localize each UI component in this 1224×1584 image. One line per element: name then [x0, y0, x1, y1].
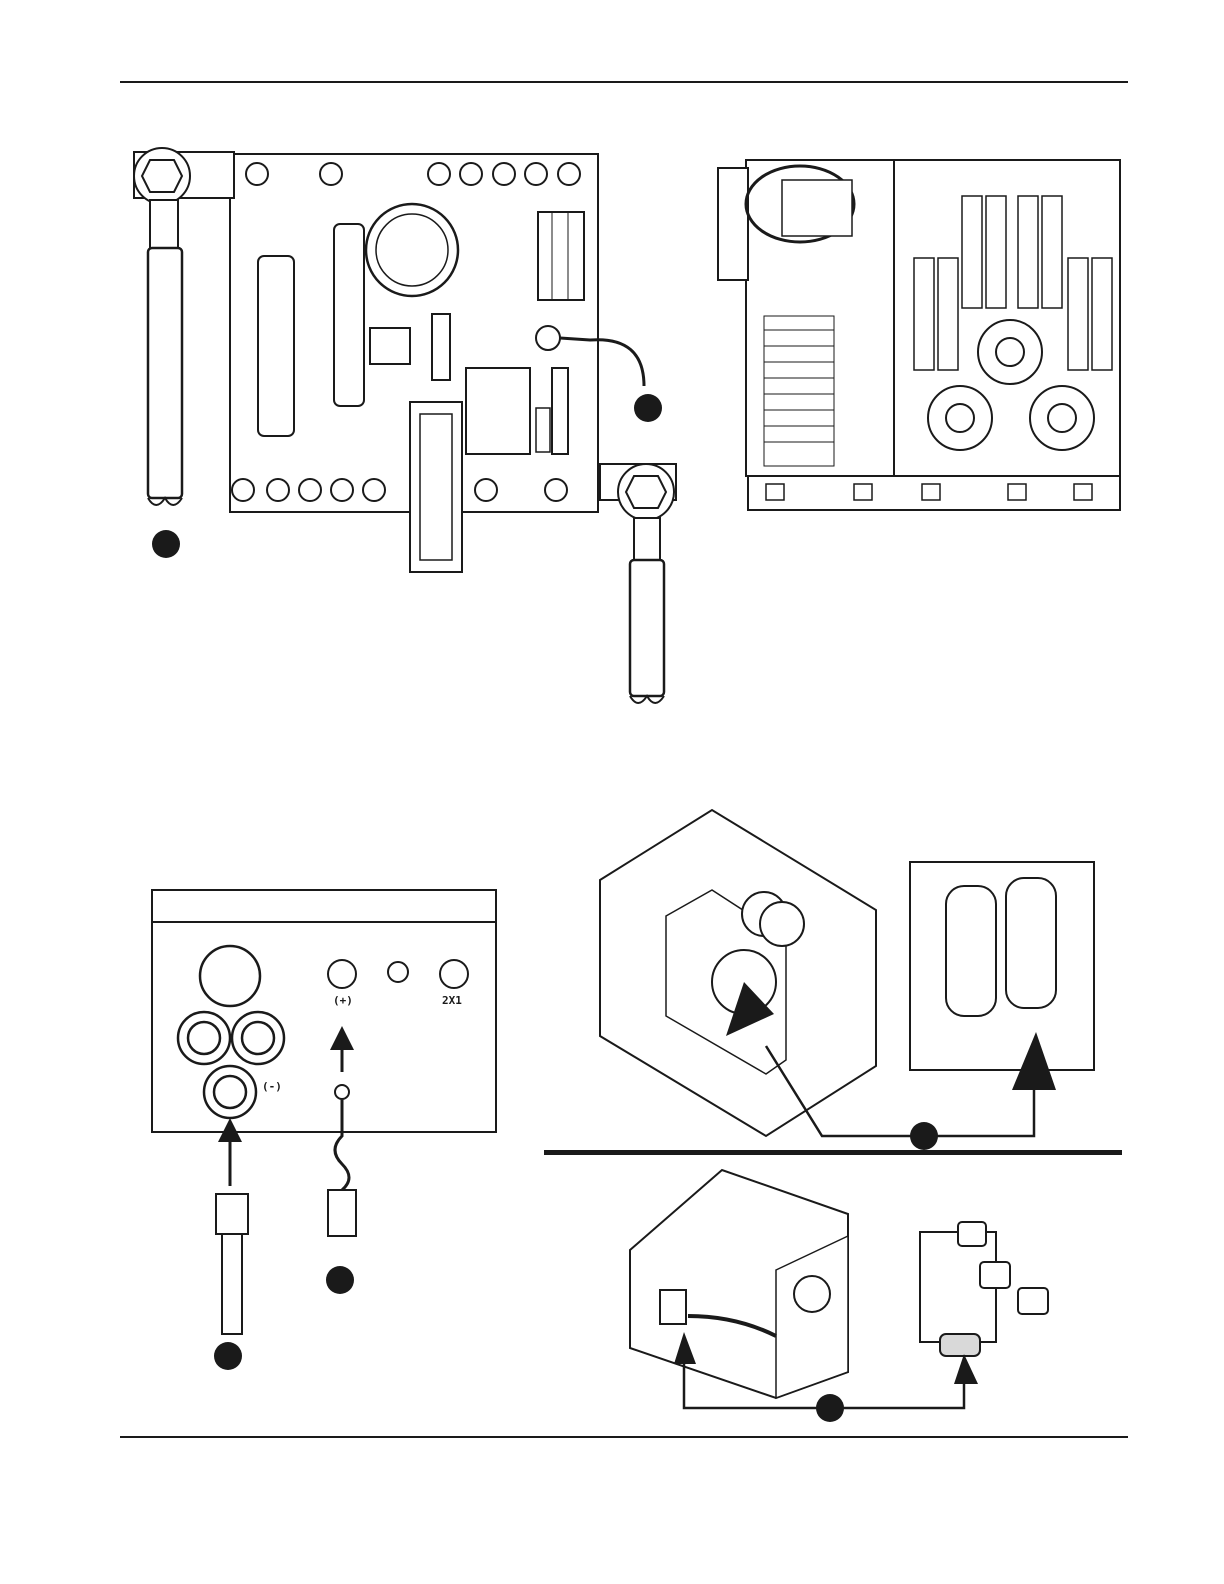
left-cable [134, 148, 190, 505]
callout-2 [634, 394, 662, 422]
module-isometric-upper [596, 806, 1126, 1156]
header-rule [120, 81, 1128, 83]
callout-3 [326, 1266, 354, 1294]
callout-4 [214, 1342, 242, 1370]
machine-cabinet-illustration [716, 150, 1126, 520]
label-2x1: 2X1 [442, 994, 462, 1007]
callout-5 [910, 1122, 938, 1150]
right-cable [618, 464, 674, 703]
front-terminal-panel: (+) 2X1 (-) [150, 886, 520, 1376]
label-negative: (-) [262, 1080, 282, 1093]
power-board-illustration [120, 140, 700, 720]
module-isometric-lower [626, 1166, 1066, 1416]
callout-6 [816, 1394, 844, 1422]
footer-rule [120, 1436, 1128, 1438]
section-divider [544, 1150, 1122, 1155]
callout-1 [152, 530, 180, 558]
label-positive: (+) [333, 994, 353, 1007]
